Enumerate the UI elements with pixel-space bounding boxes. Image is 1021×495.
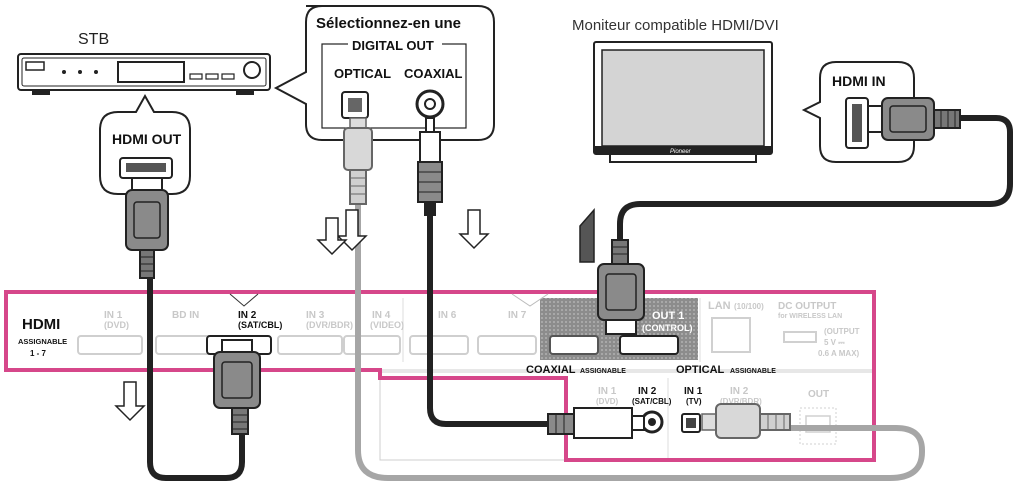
hdmi-out-port-2 — [549, 335, 599, 355]
hdmi-in-sub: (DVD) — [104, 320, 129, 330]
dc-output-spec: 0.6 A MAX) — [818, 349, 860, 358]
dc-output-sub: for WIRELESS LAN — [778, 313, 842, 320]
coaxial-plug-top — [417, 117, 443, 216]
optical-out-label: OUT — [808, 389, 829, 400]
hdmi-in-sub: (DVR/BDR) — [306, 320, 353, 330]
signal-arrows — [114, 208, 595, 422]
hdmi-port — [477, 335, 537, 355]
hdmi-in-sub: (SAT/CBL) — [238, 320, 282, 330]
hdmi-out1-label: OUT 1 — [652, 310, 684, 322]
coaxial-assignable-label: ASSIGNABLE — [580, 368, 626, 375]
lan-label: LAN — [708, 300, 731, 312]
optical-plug-top — [343, 117, 373, 205]
hdmi-plug-receiver-out — [597, 239, 645, 335]
hdmi-assignable-label: ASSIGNABLE — [18, 337, 67, 346]
arrow-down-icon — [114, 381, 146, 422]
stb-device: STB — [17, 31, 271, 95]
hdmi-port — [77, 335, 143, 355]
hdmi-in-label: BD IN — [172, 310, 199, 321]
coaxial-in2-sub: (SAT/CBL) — [632, 397, 672, 406]
optical-assignable-label: ASSIGNABLE — [730, 368, 776, 375]
dc-output-spec: (OUTPUT — [824, 327, 860, 336]
hdmi-plug-receiver-in2 — [213, 339, 261, 435]
coaxial-label: COAXIAL — [404, 66, 463, 81]
optical-plug-receiver — [701, 403, 791, 439]
hdmi-cable-monitor — [617, 115, 1013, 250]
monitor-device: Moniteur compatible HDMI/DVI Pioneer — [572, 17, 779, 163]
dc-output-spec: 5 V ⎓ — [824, 338, 845, 347]
hdmi-in-label: IN 4 — [372, 310, 391, 321]
dc-output-label: DC OUTPUT — [778, 301, 836, 312]
hdmi-in-label: IN 7 — [508, 310, 527, 321]
monitor-brand: Pioneer — [670, 149, 692, 155]
arrow-down-icon — [458, 209, 490, 250]
hdmi-in-label: IN 1 — [104, 310, 123, 321]
monitor-label: Moniteur compatible HDMI/DVI — [572, 17, 779, 34]
hdmi-in-label: IN 2 — [238, 310, 257, 321]
coaxial-in1-sub: (DVD) — [596, 397, 619, 406]
arrow-down-icon — [316, 217, 348, 256]
optical-in1-sub: (TV) — [686, 397, 702, 406]
highlight-frame — [4, 290, 876, 462]
coaxial-cable — [427, 200, 548, 427]
hdmi-port — [343, 335, 401, 355]
hdmi-in-sub: (VIDEO) — [370, 320, 404, 330]
stb-port-label: HDMI OUT — [112, 131, 182, 147]
lan-sub: (10/100) — [734, 302, 764, 311]
lan-port — [711, 317, 751, 353]
hdmi-in-label: IN 6 — [438, 310, 457, 321]
hdmi-port — [277, 335, 343, 355]
optical-label: OPTICAL — [334, 66, 391, 81]
hdmi-assignable-range: 1 - 7 — [30, 349, 47, 358]
optical-in2-label: IN 2 — [730, 386, 749, 397]
hdmi-plug-monitor — [867, 97, 961, 141]
digital-out-title: Sélectionnez-en une — [316, 15, 461, 32]
optical-in1-label: IN 1 — [684, 386, 703, 397]
coaxial-plug-receiver — [547, 407, 645, 439]
digital-out-group: DIGITAL OUT — [352, 38, 434, 53]
hdmi-out-port-1 — [619, 335, 679, 355]
arrow-up-icon — [579, 208, 595, 263]
usb-port — [783, 331, 817, 343]
hdmi-plug-stb-top — [125, 177, 169, 279]
monitor-port-label: HDMI IN — [832, 73, 886, 89]
optical-in2-sub: (DVR/BDR) — [720, 397, 762, 406]
coaxial-in2-label: IN 2 — [638, 386, 657, 397]
coaxial-section-title: COAXIAL — [526, 364, 576, 376]
hdmi-in-label: IN 3 — [306, 310, 325, 321]
stb-hdmi-out-callout: HDMI OUT — [99, 93, 191, 195]
hdmi-section-title: HDMI — [22, 316, 60, 333]
hdmi-port — [409, 335, 469, 355]
hdmi-out1-sub: (CONTROL) — [642, 323, 693, 333]
coaxial-in1-label: IN 1 — [598, 386, 617, 397]
hdmi-cable-stb — [147, 272, 245, 481]
stb-label: STB — [78, 31, 109, 48]
digital-out-callout: Sélectionnez-en une DIGITAL OUT OPTICAL … — [273, 5, 495, 141]
optical-section-title: OPTICAL — [676, 364, 725, 376]
optical-cable — [355, 200, 925, 481]
